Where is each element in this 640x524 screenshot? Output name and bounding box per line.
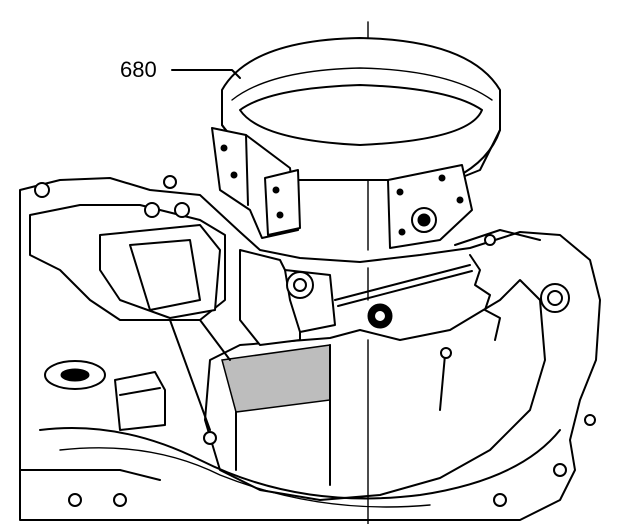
washer	[44, 360, 106, 390]
bracket-block	[114, 371, 166, 431]
callout-680: 680	[120, 57, 241, 82]
transmission-case	[19, 175, 601, 521]
callout-label-680: 680	[120, 57, 157, 82]
band-680	[211, 37, 501, 249]
